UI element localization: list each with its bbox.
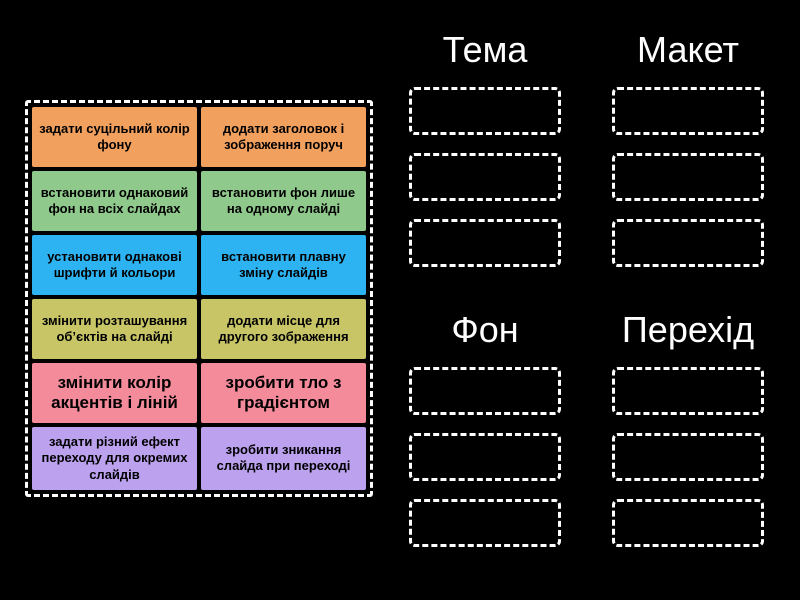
drop-slot[interactable] — [409, 499, 561, 547]
group-tema: Тема — [400, 28, 570, 285]
draggable-tile[interactable]: встановити плавну зміну слайдів — [201, 235, 366, 295]
draggable-tile[interactable]: додати місце для другого зображення — [201, 299, 366, 359]
group-maket: Макет — [603, 28, 773, 285]
drop-slot[interactable] — [612, 87, 764, 135]
drop-slot[interactable] — [612, 433, 764, 481]
draggable-tile[interactable]: встановити однаковий фон на всіх слайдах — [32, 171, 197, 231]
group-title: Тема — [400, 28, 570, 71]
tile-pool: задати суцільний колір фону додати загол… — [25, 100, 373, 497]
drop-slot[interactable] — [409, 367, 561, 415]
draggable-tile[interactable]: зробити тло з градієнтом — [201, 363, 366, 423]
drop-slot[interactable] — [409, 433, 561, 481]
draggable-tile[interactable]: задати суцільний колір фону — [32, 107, 197, 167]
draggable-tile[interactable]: змінити розташування об’єктів на слайді — [32, 299, 197, 359]
group-fon: Фон — [400, 308, 570, 565]
draggable-tile[interactable]: задати різний ефект переходу для окремих… — [32, 427, 197, 490]
drop-slot[interactable] — [409, 153, 561, 201]
draggable-tile[interactable]: встановити фон лише на одному слайді — [201, 171, 366, 231]
group-title: Фон — [400, 308, 570, 351]
draggable-tile[interactable]: установити однакові шрифти й кольори — [32, 235, 197, 295]
drop-slot[interactable] — [612, 219, 764, 267]
group-title: Макет — [603, 28, 773, 71]
group-perehid: Перехід — [603, 308, 773, 565]
drop-slot[interactable] — [409, 87, 561, 135]
draggable-tile[interactable]: зробити зникання слайда при переході — [201, 427, 366, 490]
group-title: Перехід — [603, 308, 773, 351]
drop-slot[interactable] — [612, 499, 764, 547]
drop-slot[interactable] — [612, 153, 764, 201]
drop-slot[interactable] — [409, 219, 561, 267]
drop-slot[interactable] — [612, 367, 764, 415]
draggable-tile[interactable]: змінити колір акцентів і ліній — [32, 363, 197, 423]
draggable-tile[interactable]: додати заголовок і зображення поруч — [201, 107, 366, 167]
